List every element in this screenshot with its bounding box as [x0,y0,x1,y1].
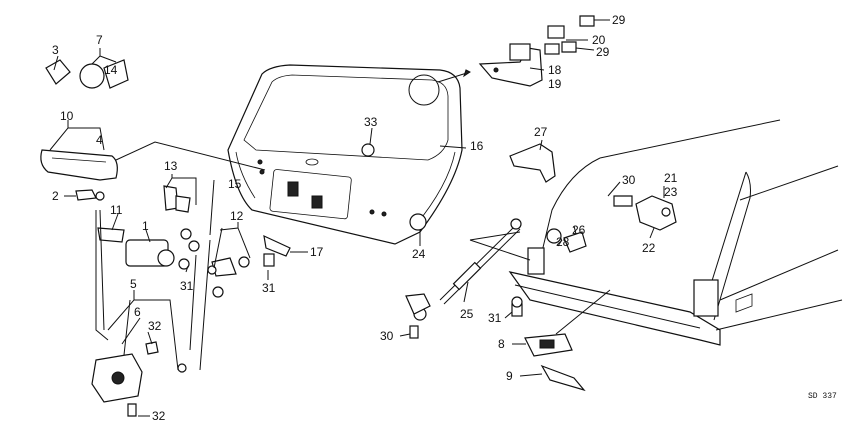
callout-24: 24 [412,247,426,261]
callout-1: 1 [142,219,149,233]
callout-14: 14 [104,63,118,77]
callout-9: 9 [506,369,513,383]
latch-assembly [91,341,159,417]
callout-30-right: 30 [622,173,636,187]
callout-5: 5 [130,277,137,291]
clips-13-12 [163,185,291,373]
callout-29-top: 29 [612,13,626,27]
callout-25: 25 [460,307,474,321]
callout-7: 7 [96,33,103,47]
callout-16: 16 [470,139,484,153]
handle-10 [40,141,266,181]
callout-19: 19 [548,77,562,91]
callout-11: 11 [110,203,123,217]
bumper-28 [546,228,587,253]
callout-13: 13 [164,159,178,173]
hinge-assembly [478,15,595,87]
callout-15: 15 [228,177,242,191]
callout-21: 21 [664,171,678,185]
callout-30-left: 30 [380,329,394,343]
car-body-rear [469,119,843,346]
callout-31-right: 31 [488,311,502,325]
diagram-code: SD 337 [808,392,837,401]
callout-27: 27 [534,125,548,139]
callout-2: 2 [52,189,59,203]
bracket-27 [509,143,556,183]
callout-33: 33 [364,115,378,129]
callout-10: 10 [60,109,74,123]
callout-28: 28 [556,235,570,249]
rods [95,179,215,371]
callout-3: 3 [52,43,59,57]
callout-17: 17 [310,245,324,259]
callout-31-mid: 31 [262,281,276,295]
leader-lines [49,19,665,417]
striker-8 [524,289,611,357]
callout-29-mid: 29 [596,45,610,59]
grommet-33 [361,143,375,157]
strut-assembly [405,218,522,339]
callout-12: 12 [230,209,244,223]
callout-26: 26 [572,223,586,237]
callout-31-left: 31 [180,279,194,293]
actuator-1 [125,239,190,270]
callout-32-bottom: 32 [152,409,166,423]
callout-23: 23 [664,185,678,199]
callout-6: 6 [134,305,141,319]
bolt-31c [511,296,523,317]
callout-20: 20 [592,33,606,47]
bumper-24 [409,213,427,231]
callout-18: 18 [548,63,562,77]
callout-4: 4 [96,133,103,147]
callout-labels: 3 7 14 10 4 2 11 1 13 15 12 17 31 31 5 6… [52,13,837,423]
lock-cylinder-7 [45,59,129,89]
callout-22: 22 [642,241,656,255]
striker-bracket-21 [613,195,677,231]
tailgate-panel [227,64,471,245]
callout-32-top: 32 [148,319,162,333]
bulb-2 [75,189,105,201]
callout-8: 8 [498,337,505,351]
plate-9 [540,364,586,392]
bracket-11 [97,227,125,243]
